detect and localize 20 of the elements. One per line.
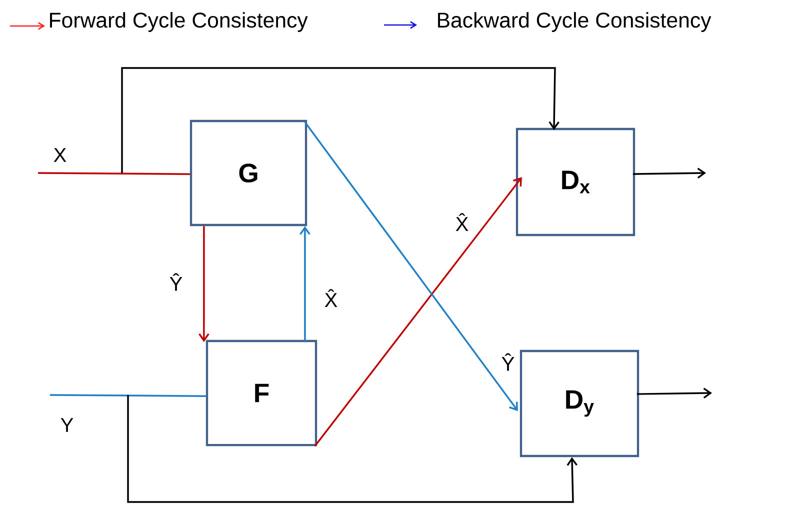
arrow bbox=[636, 388, 712, 398]
input-label: X bbox=[54, 148, 66, 162]
arrow bbox=[304, 122, 518, 412]
edge-label: X̂ bbox=[323, 288, 339, 308]
arrow bbox=[300, 226, 310, 342]
arrow bbox=[314, 177, 522, 447]
edge-label: X̂ bbox=[454, 212, 470, 232]
process-box: G bbox=[190, 120, 308, 226]
input-label: Y bbox=[60, 418, 74, 432]
arrow bbox=[121, 67, 560, 173]
legend-text: Backward Cycle Consistency bbox=[438, 12, 712, 32]
process-box: D$_{x}$ bbox=[516, 128, 636, 236]
legend-text: Forward Cycle Consistency bbox=[50, 12, 308, 32]
arrow bbox=[198, 226, 210, 342]
edge-label: Ŷ bbox=[168, 272, 184, 292]
process-box: D$_{y}$ bbox=[520, 350, 640, 458]
arrow bbox=[632, 168, 706, 178]
arrow bbox=[127, 395, 578, 503]
process-box: F bbox=[206, 340, 318, 446]
edge-label: Ŷ bbox=[500, 352, 516, 372]
